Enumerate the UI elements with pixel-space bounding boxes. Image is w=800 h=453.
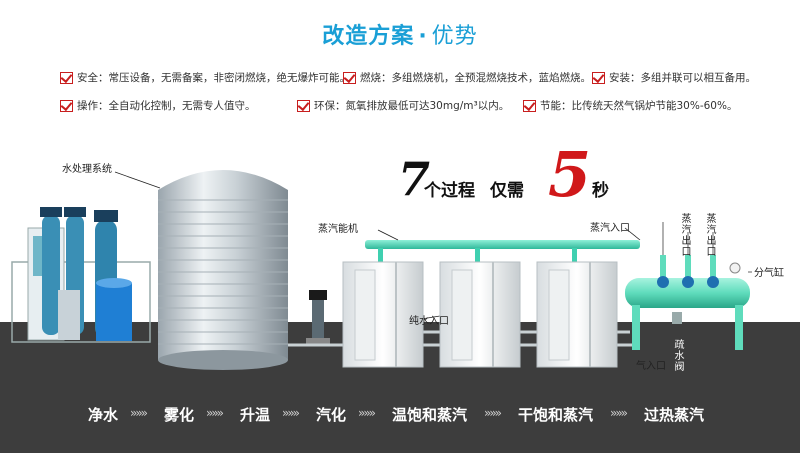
feature-combustion: 燃烧：多组燃烧机，全预混燃烧技术，蓝焰燃烧。 xyxy=(343,70,591,85)
feature-text: 燃烧：多组燃烧机，全预混燃烧技术，蓝焰燃烧。 xyxy=(360,72,591,84)
stage-3: 升温 xyxy=(240,406,271,424)
feature-safety: 安全：常压设备，无需备案，非密闭燃烧，绝无爆炸可能。 xyxy=(60,70,350,85)
label-water-inlet: 纯水入口 xyxy=(409,316,449,327)
title-main: 改造方案 xyxy=(322,24,415,49)
feature-install: 安装：多组并联可以相互备用。 xyxy=(592,70,756,85)
feature-text: 环保：氮氧排放最低可达30mg/m³以内。 xyxy=(314,100,510,112)
stage-arrow: »»» xyxy=(206,406,224,420)
label-steam-out-2: 蒸汽出口 xyxy=(706,214,717,258)
stage-2: 雾化 xyxy=(164,406,195,424)
page-title: 改造方案·优势 xyxy=(0,18,800,50)
title-dot: · xyxy=(418,24,428,49)
check-icon xyxy=(592,71,605,84)
check-icon xyxy=(60,71,73,84)
stage-5: 温饱和蒸汽 xyxy=(392,406,468,424)
check-icon xyxy=(297,99,310,112)
headline-part1: 个过程 xyxy=(424,181,475,201)
feature-text: 安装：多组并联可以相互备用。 xyxy=(609,72,756,84)
stage-arrow: »»» xyxy=(484,406,502,420)
label-gas-cylinder: 分气缸 xyxy=(754,268,784,279)
steam-machine-1 xyxy=(342,248,424,368)
headline-part2: 仅需 xyxy=(490,181,524,201)
check-icon xyxy=(60,99,73,112)
gas-distribution-cylinder xyxy=(625,255,750,350)
feature-text: 安全：常压设备，无需备案，非密闭燃烧，绝无爆炸可能。 xyxy=(77,72,350,84)
stage-arrow: »»» xyxy=(282,406,300,420)
water-pump xyxy=(306,290,330,344)
feature-text: 节能：比传统天然气锅炉节能30%-60%。 xyxy=(540,100,738,112)
check-icon xyxy=(523,99,536,112)
stage-4: 汽化 xyxy=(316,406,347,424)
headline-seven: 7 xyxy=(398,152,431,206)
label-steam-out-1: 蒸汽出口 xyxy=(681,214,692,258)
steam-machine-2 xyxy=(439,248,521,368)
stage-6: 干饱和蒸汽 xyxy=(518,406,594,424)
feature-env: 环保：氮氧排放最低可达30mg/m³以内。 xyxy=(297,98,509,113)
label-gas-inlet: 气入口 xyxy=(636,361,666,372)
feature-energy: 节能：比传统天然气锅炉节能30%-60%。 xyxy=(523,98,737,113)
check-icon xyxy=(343,71,356,84)
label-water-system: 水处理系统 xyxy=(62,164,112,175)
stage-arrow: »»» xyxy=(610,406,628,420)
label-drain-valve: 疏水阀 xyxy=(674,340,685,373)
stage-arrow: »»» xyxy=(358,406,376,420)
label-steam-machine: 蒸汽能机 xyxy=(318,224,358,235)
feature-text: 操作：全自动化控制，无需专人值守。 xyxy=(77,100,256,112)
headline-five: 5 xyxy=(548,138,592,211)
feature-operation: 操作：全自动化控制，无需专人值守。 xyxy=(60,98,256,113)
stage-1: 净水 xyxy=(88,406,119,424)
water-tank xyxy=(158,170,288,370)
water-treatment-unit xyxy=(11,207,151,343)
stage-arrow: »»» xyxy=(130,406,148,420)
label-steam-inlet: 蒸汽入口 xyxy=(590,223,630,234)
title-sub: 优势 xyxy=(431,24,478,49)
steam-machine-3 xyxy=(536,248,618,368)
stage-7: 过热蒸汽 xyxy=(644,406,705,424)
headline-part3: 秒 xyxy=(592,181,609,201)
